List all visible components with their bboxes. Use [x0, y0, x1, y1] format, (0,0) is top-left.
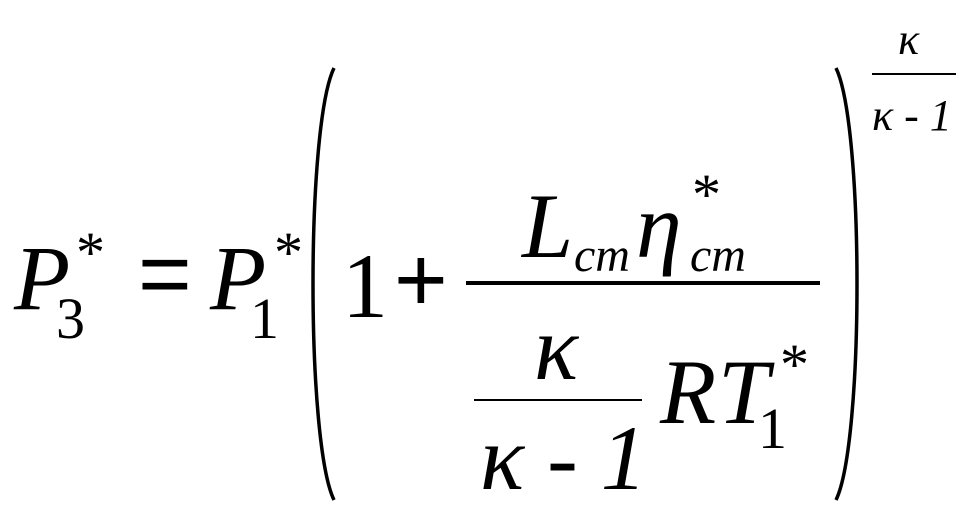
l-subscript: cm: [574, 229, 630, 282]
t-superscript: *: [780, 332, 809, 397]
rhs-subscript: 1: [250, 286, 279, 351]
main-fraction-bar: [466, 281, 820, 285]
exponent-numerator: κ: [898, 15, 920, 64]
eta-symbol: η: [636, 175, 682, 277]
eta-subscript: cm: [690, 229, 746, 282]
t-symbol: T: [718, 341, 770, 443]
rhs-superscript: *: [274, 220, 303, 285]
r-symbol: R: [660, 341, 717, 443]
lhs-p-symbol: P: [14, 227, 71, 329]
lhs-superscript: *: [76, 220, 105, 285]
exponent-fraction-bar: [872, 73, 956, 75]
inner-kappa-denominator: κ - 1: [480, 407, 647, 509]
bracket-one: 1: [342, 235, 388, 337]
inner-kappa-numerator: κ: [534, 297, 579, 399]
l-symbol: L: [522, 175, 574, 277]
left-parenthesis: [311, 67, 336, 501]
plus-sign: +: [394, 229, 448, 331]
equals-sign: =: [138, 223, 192, 325]
t-subscript: 1: [758, 396, 787, 461]
inner-fraction-bar: [474, 399, 642, 401]
lhs-subscript: 3: [56, 286, 85, 351]
rhs-p-symbol: P: [210, 227, 267, 329]
right-parenthesis: [834, 67, 859, 501]
exponent-denominator: κ - 1: [872, 91, 952, 140]
eta-superscript: *: [692, 162, 721, 227]
